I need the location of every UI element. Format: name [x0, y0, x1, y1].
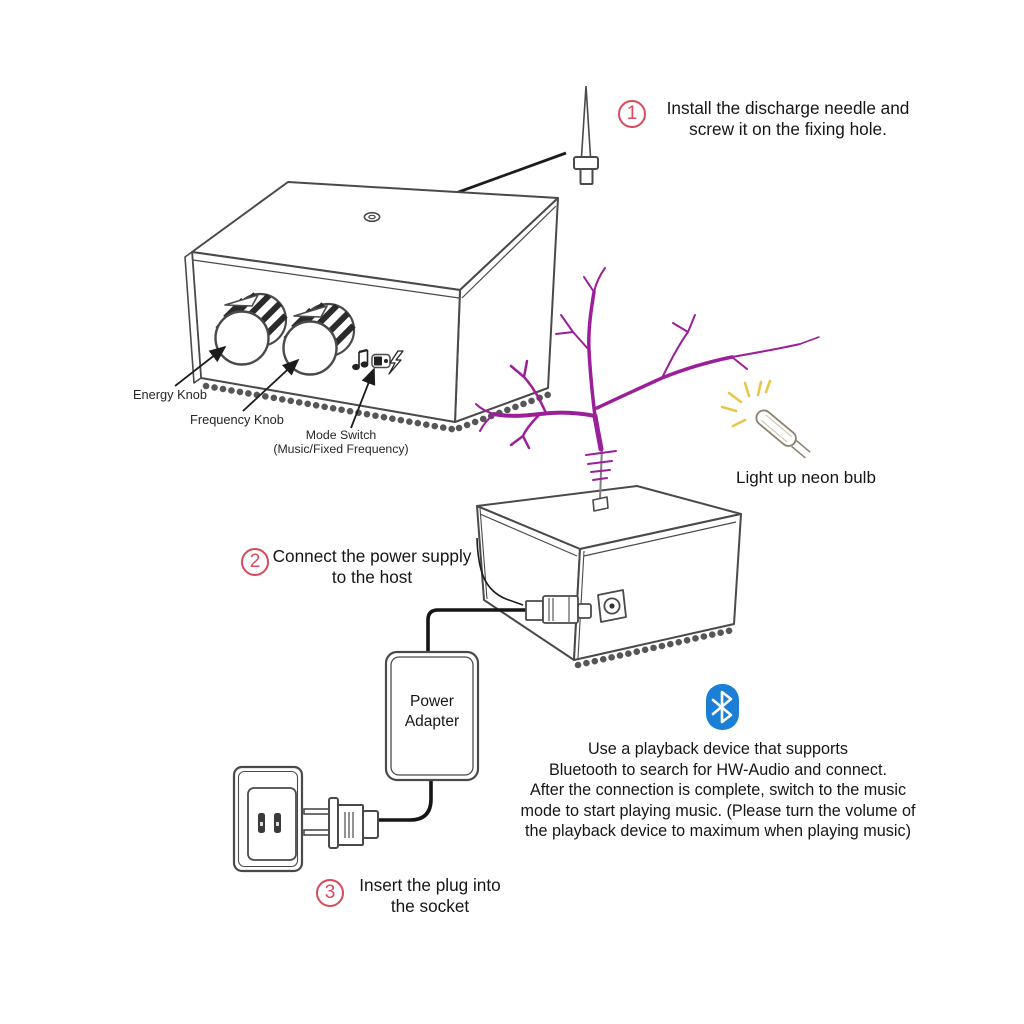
label-arrows — [174, 345, 376, 429]
neon-bulb-label: Light up neon bulb — [736, 468, 876, 487]
rotation-arrow-icon — [293, 305, 328, 318]
step2-instruction: Connect the power supply to the host — [272, 546, 472, 587]
mounted-needle — [592, 445, 609, 512]
energy-knob — [214, 292, 288, 366]
bluetooth-instructions: Use a playback device that supports Blue… — [520, 740, 916, 841]
neon-bulb-icon — [720, 379, 811, 459]
light-rays — [720, 379, 772, 428]
wall-socket-illustration — [232, 765, 304, 873]
mode-switch-icon — [371, 353, 391, 369]
dc-plug-illustration — [525, 595, 592, 624]
step3-number-badge: 3 — [316, 879, 344, 907]
step1-instruction: Install the discharge needle and screw i… — [666, 98, 910, 139]
energy-knob-label: Energy Knob — [133, 387, 207, 402]
main-device-illustration — [184, 181, 559, 434]
power-adapter-label: Power Adapter — [404, 693, 460, 731]
plug-prong — [303, 829, 332, 836]
discharge-needle-illustration — [573, 85, 599, 185]
power-cables — [378, 608, 526, 822]
power-adapter-illustration — [384, 650, 480, 782]
music-note-icon — [352, 348, 369, 371]
fixing-hole — [363, 211, 381, 223]
step2-leader-line — [476, 537, 524, 606]
tesla-device-illustration — [476, 445, 742, 669]
rotation-arrow-icon — [224, 294, 259, 307]
mode-switch-label: Mode Switch (Music/Fixed Frequency) — [273, 428, 409, 456]
plasma-discharge-illustration — [475, 267, 820, 481]
bluetooth-icon — [706, 684, 739, 730]
step1-number-badge: 1 — [618, 100, 646, 128]
step3-instruction: Insert the plug into the socket — [359, 875, 501, 916]
frequency-knob-label: Frequency Knob — [190, 412, 284, 427]
step2-number-badge: 2 — [241, 548, 269, 576]
dc-jack — [597, 589, 627, 623]
power-plug-illustration — [303, 797, 379, 849]
plug-prong — [303, 808, 332, 815]
lightning-icon — [388, 350, 404, 375]
